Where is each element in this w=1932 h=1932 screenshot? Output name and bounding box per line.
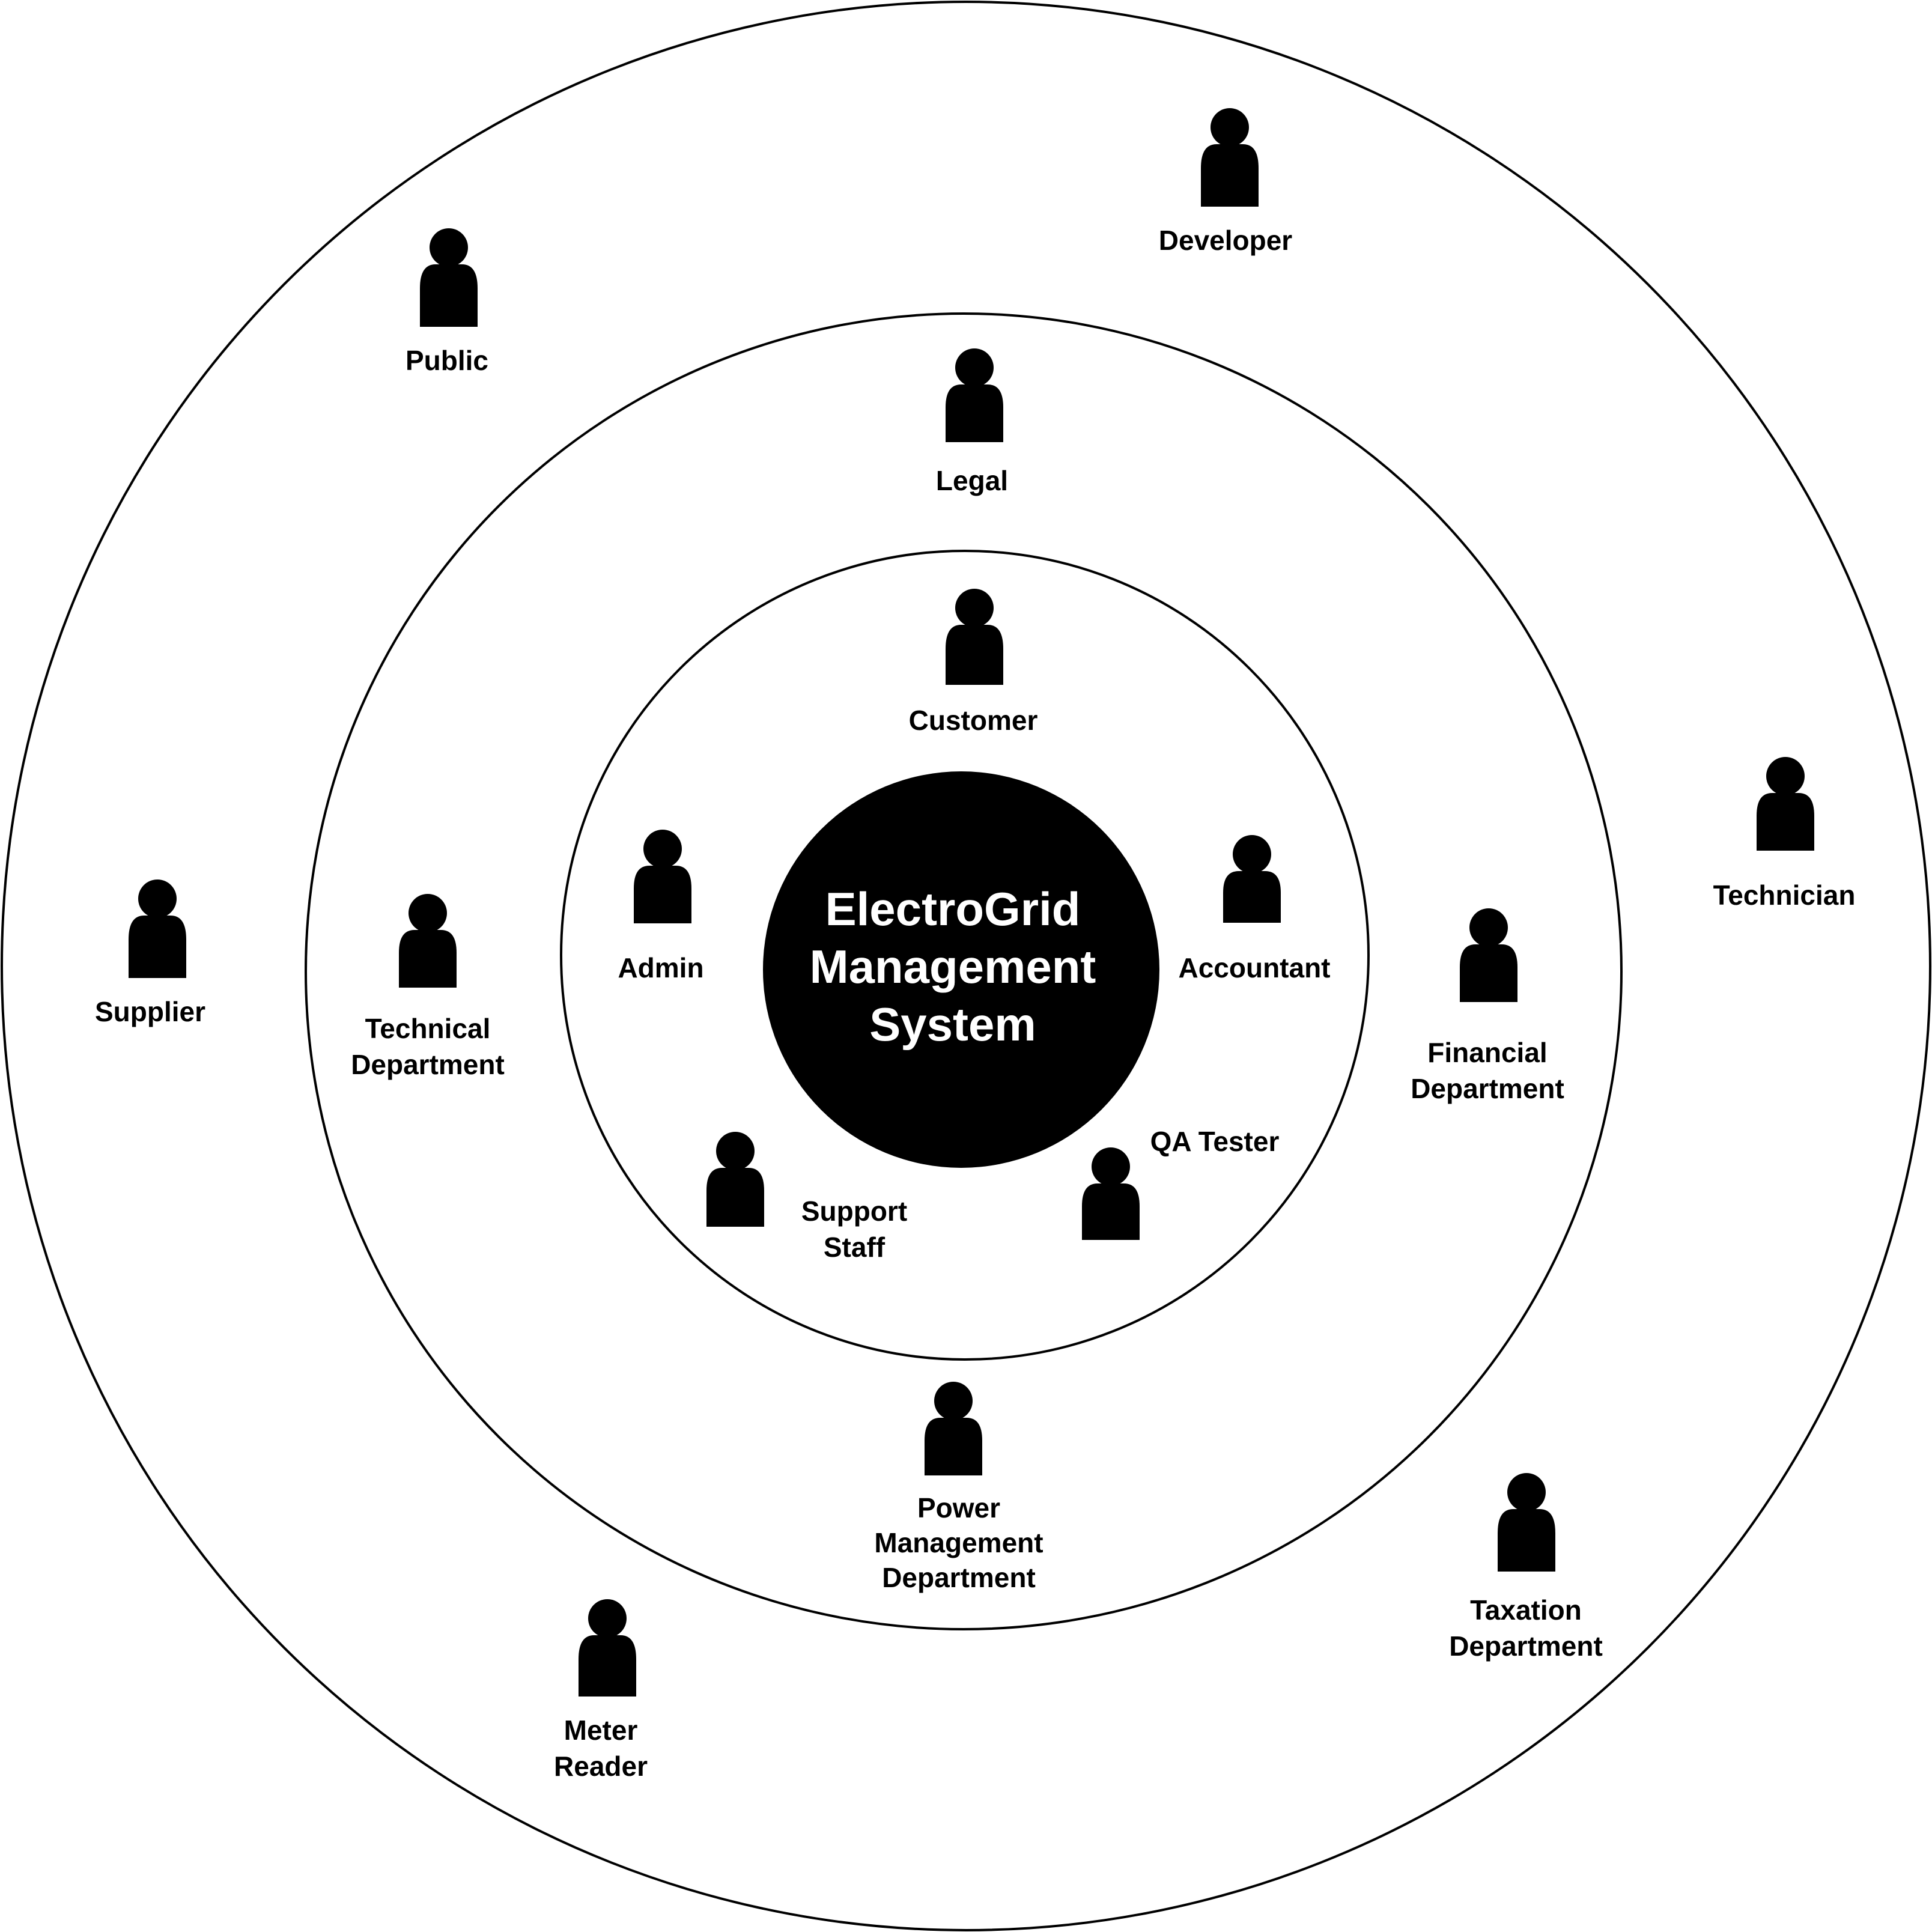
- person-icon: [634, 830, 691, 923]
- person-icon: [420, 228, 478, 327]
- stakeholder-label-line-2: Department: [351, 1049, 505, 1080]
- stakeholder-label: Technician: [1713, 879, 1856, 911]
- person-icon: [1460, 908, 1517, 1002]
- stakeholder-label-line-1: Support: [801, 1195, 907, 1227]
- stakeholder-supplier: Supplier: [95, 879, 205, 1027]
- person-icon: [1223, 835, 1281, 923]
- system-title-line-2: Management: [810, 940, 1096, 993]
- stakeholder-power-management-department: Power Management Department: [874, 1382, 1043, 1593]
- stakeholder-label-line-2: Reader: [554, 1751, 648, 1782]
- stakeholder-label: Accountant: [1179, 952, 1331, 983]
- person-icon: [946, 589, 1003, 685]
- person-icon: [946, 348, 1003, 442]
- stakeholder-label-line-1: Technical: [365, 1013, 491, 1044]
- stakeholder-support-staff: Support Staff: [706, 1132, 907, 1263]
- system-title-line-1: ElectroGrid: [825, 882, 1081, 935]
- stakeholder-meter-reader: Meter Reader: [554, 1599, 648, 1782]
- person-icon: [1757, 757, 1814, 851]
- stakeholder-label-line-2: Staff: [824, 1232, 886, 1263]
- stakeholder-label-line-1: Taxation: [1470, 1594, 1582, 1626]
- stakeholder-accountant: Accountant: [1179, 835, 1331, 983]
- middle-ring: [305, 312, 1623, 1630]
- stakeholder-admin: Admin: [618, 830, 704, 983]
- person-icon: [925, 1382, 982, 1475]
- stakeholder-public: Public: [406, 228, 488, 376]
- stakeholder-label: QA Tester: [1150, 1126, 1280, 1157]
- stakeholder-qa-tester: QA Tester: [1082, 1126, 1279, 1240]
- system-title-line-3: System: [869, 998, 1036, 1051]
- stakeholder-label-line-2: Department: [1411, 1073, 1564, 1104]
- person-icon: [1498, 1473, 1555, 1572]
- person-icon: [1082, 1147, 1140, 1240]
- stakeholder-label-line-2: Management: [874, 1527, 1043, 1558]
- stakeholder-label-line-1: Meter: [564, 1715, 638, 1746]
- stakeholder-taxation-department: Taxation Department: [1449, 1473, 1603, 1662]
- system-title: ElectroGrid Management System: [810, 882, 1096, 1051]
- stakeholder-label: Customer: [909, 705, 1038, 736]
- person-icon: [129, 879, 186, 978]
- stakeholder-label: Legal: [936, 465, 1008, 496]
- stakeholder-label: Developer: [1159, 225, 1293, 256]
- stakeholder-technician: Technician: [1713, 757, 1856, 911]
- stakeholder-label-line-1: Power: [917, 1492, 1000, 1523]
- system-core: [763, 771, 1159, 1168]
- stakeholder-customer: Customer: [909, 589, 1038, 736]
- stakeholder-label: Supplier: [95, 996, 205, 1027]
- stakeholder-developer: Developer: [1159, 108, 1293, 256]
- person-icon: [399, 894, 457, 988]
- stakeholder-label-line-2: Department: [1449, 1630, 1603, 1662]
- person-icon: [579, 1599, 636, 1697]
- stakeholder-label: Public: [406, 345, 488, 376]
- stakeholder-technical-department: Technical Department: [351, 894, 505, 1080]
- person-icon: [706, 1132, 764, 1227]
- stakeholder-label-line-1: Financial: [1427, 1037, 1547, 1068]
- stakeholder-legal: Legal: [936, 348, 1008, 496]
- stakeholder-financial-department: Financial Department: [1411, 908, 1564, 1104]
- stakeholder-label: Admin: [618, 952, 703, 983]
- inner-ring: [560, 550, 1370, 1361]
- person-icon: [1201, 108, 1259, 207]
- stakeholder-label-line-3: Department: [882, 1562, 1036, 1593]
